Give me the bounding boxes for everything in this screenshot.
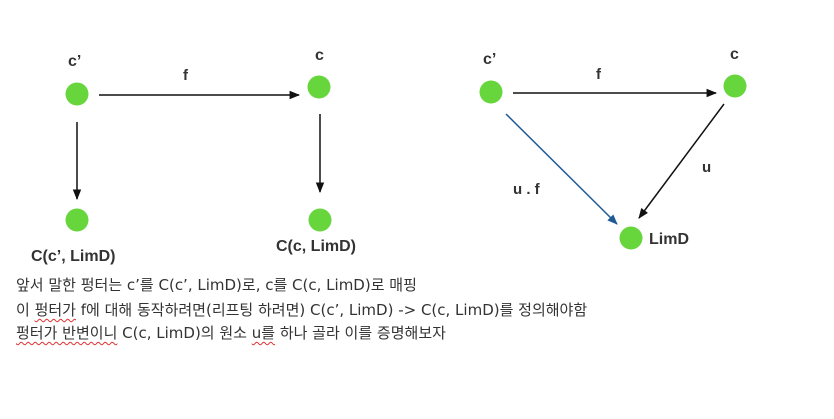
- label-hom-c-limd: C(c, LimD): [276, 238, 356, 255]
- node-hom-c-limd: [308, 208, 332, 232]
- node-c-prime-right: [479, 80, 503, 104]
- caption-line-2-a: 이: [16, 301, 35, 319]
- label-hom-c-prime-limd: C(c’, LimD): [31, 248, 115, 265]
- label-c-right: c: [730, 46, 739, 63]
- caption-line-3-c: u를: [251, 324, 276, 342]
- label-f: f: [183, 67, 189, 84]
- arrow-u-compose-f: [505, 113, 618, 225]
- label-c-prime-right: c’: [483, 51, 496, 68]
- caption-line-3-d: 하나 골라 이를 증명해보자: [275, 324, 446, 342]
- caption-line-1: 앞서 말한 펑터는 c’를 C(c’, LimD)로, c를 C(c, LimD…: [16, 276, 417, 294]
- label-limd: LimD: [649, 231, 689, 248]
- node-hom-c-prime-limd: [65, 208, 89, 232]
- left-diagram: c’ c f C(c’, LimD) C(c, LimD): [31, 47, 356, 265]
- caption-line-2-b: 펑터가: [34, 301, 76, 319]
- node-c: [307, 75, 331, 99]
- caption-line-3-b: C(c, LimD)의 원소: [117, 324, 252, 342]
- label-f-right: f: [596, 66, 602, 83]
- node-c-prime: [65, 82, 89, 106]
- caption-line-3: 펑터가 반변이니 C(c, LimD)의 원소 u를 하나 골라 이를 증명해보…: [16, 323, 446, 343]
- arrow-u: [638, 103, 725, 219]
- caption-line-2-c: f에 대해 동작하려면(리프팅 하려면) C(c’, LimD) -> C(c,…: [75, 301, 588, 319]
- node-limd: [619, 226, 643, 250]
- label-c-prime: c’: [68, 53, 81, 70]
- label-c: c: [315, 47, 324, 64]
- caption-line-2: 이 펑터가 f에 대해 동작하려면(리프팅 하려면) C(c’, LimD) -…: [16, 300, 587, 320]
- caption-line-3-a: 펑터가 반변이니: [16, 324, 118, 342]
- label-u: u: [702, 159, 711, 176]
- right-diagram: c’ c f u . f u LimD: [479, 46, 747, 250]
- node-c-right: [723, 74, 747, 98]
- label-u-compose-f: u . f: [513, 181, 541, 198]
